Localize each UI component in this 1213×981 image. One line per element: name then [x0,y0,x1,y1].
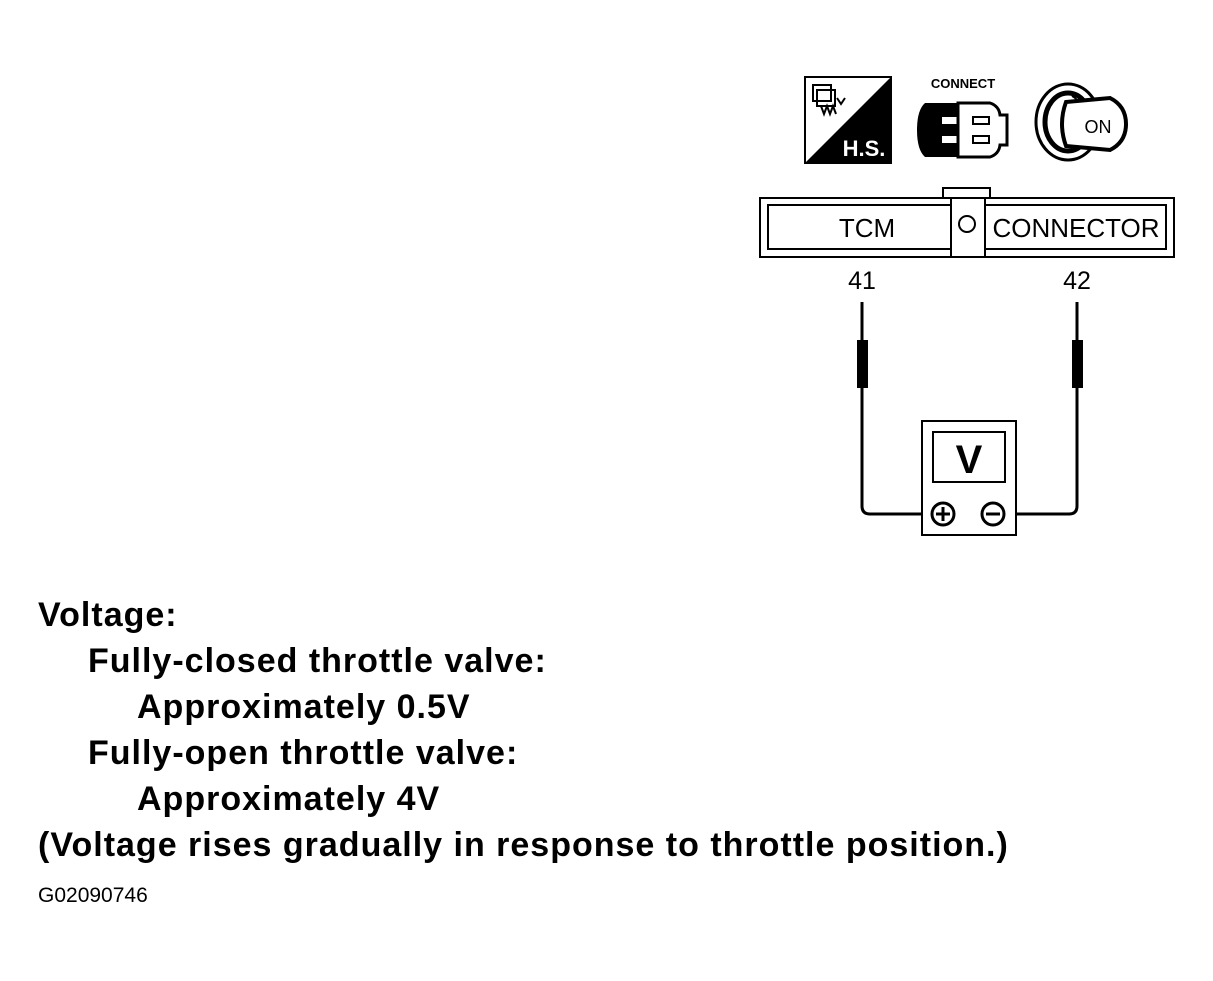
ignition-key-on-icon: ON [1034,82,1129,162]
voltage-specification: Voltage: Fully-closed throttle valve: Ap… [38,592,1009,868]
hs-label: H.S. [843,136,886,161]
connector-left-label: TCM [839,213,895,243]
probe-left [857,340,868,388]
connector-right-label: CONNECTOR [992,213,1159,243]
probe-leads [857,302,1083,516]
open-throttle-value: Approximately 4V [137,780,441,818]
voltmeter-label: V [956,438,983,482]
pin-42-label: 42 [1063,267,1091,295]
connect-label: CONNECT [931,76,995,91]
closed-throttle-value: Approximately 0.5V [137,688,471,726]
pin-41-label: 41 [848,267,876,295]
voltage-footnote: (Voltage rises gradually in response to … [38,826,1009,864]
probe-right [1072,340,1083,388]
tcm-connector: TCM CONNECTOR [759,187,1175,258]
harness-service-icon: H.S. [804,76,892,164]
open-throttle-label: Fully-open throttle valve: [88,734,519,772]
voltage-heading: Voltage: [38,596,178,634]
plus-terminal-icon [930,501,956,527]
figure-code: G02090746 [38,884,148,907]
minus-terminal-icon [980,501,1006,527]
closed-throttle-label: Fully-closed throttle valve: [88,642,547,680]
connect-icon: CONNECT [917,76,1009,159]
connector-lock [958,215,976,233]
voltmeter: V [921,420,1017,536]
on-label: ON [1085,117,1112,137]
